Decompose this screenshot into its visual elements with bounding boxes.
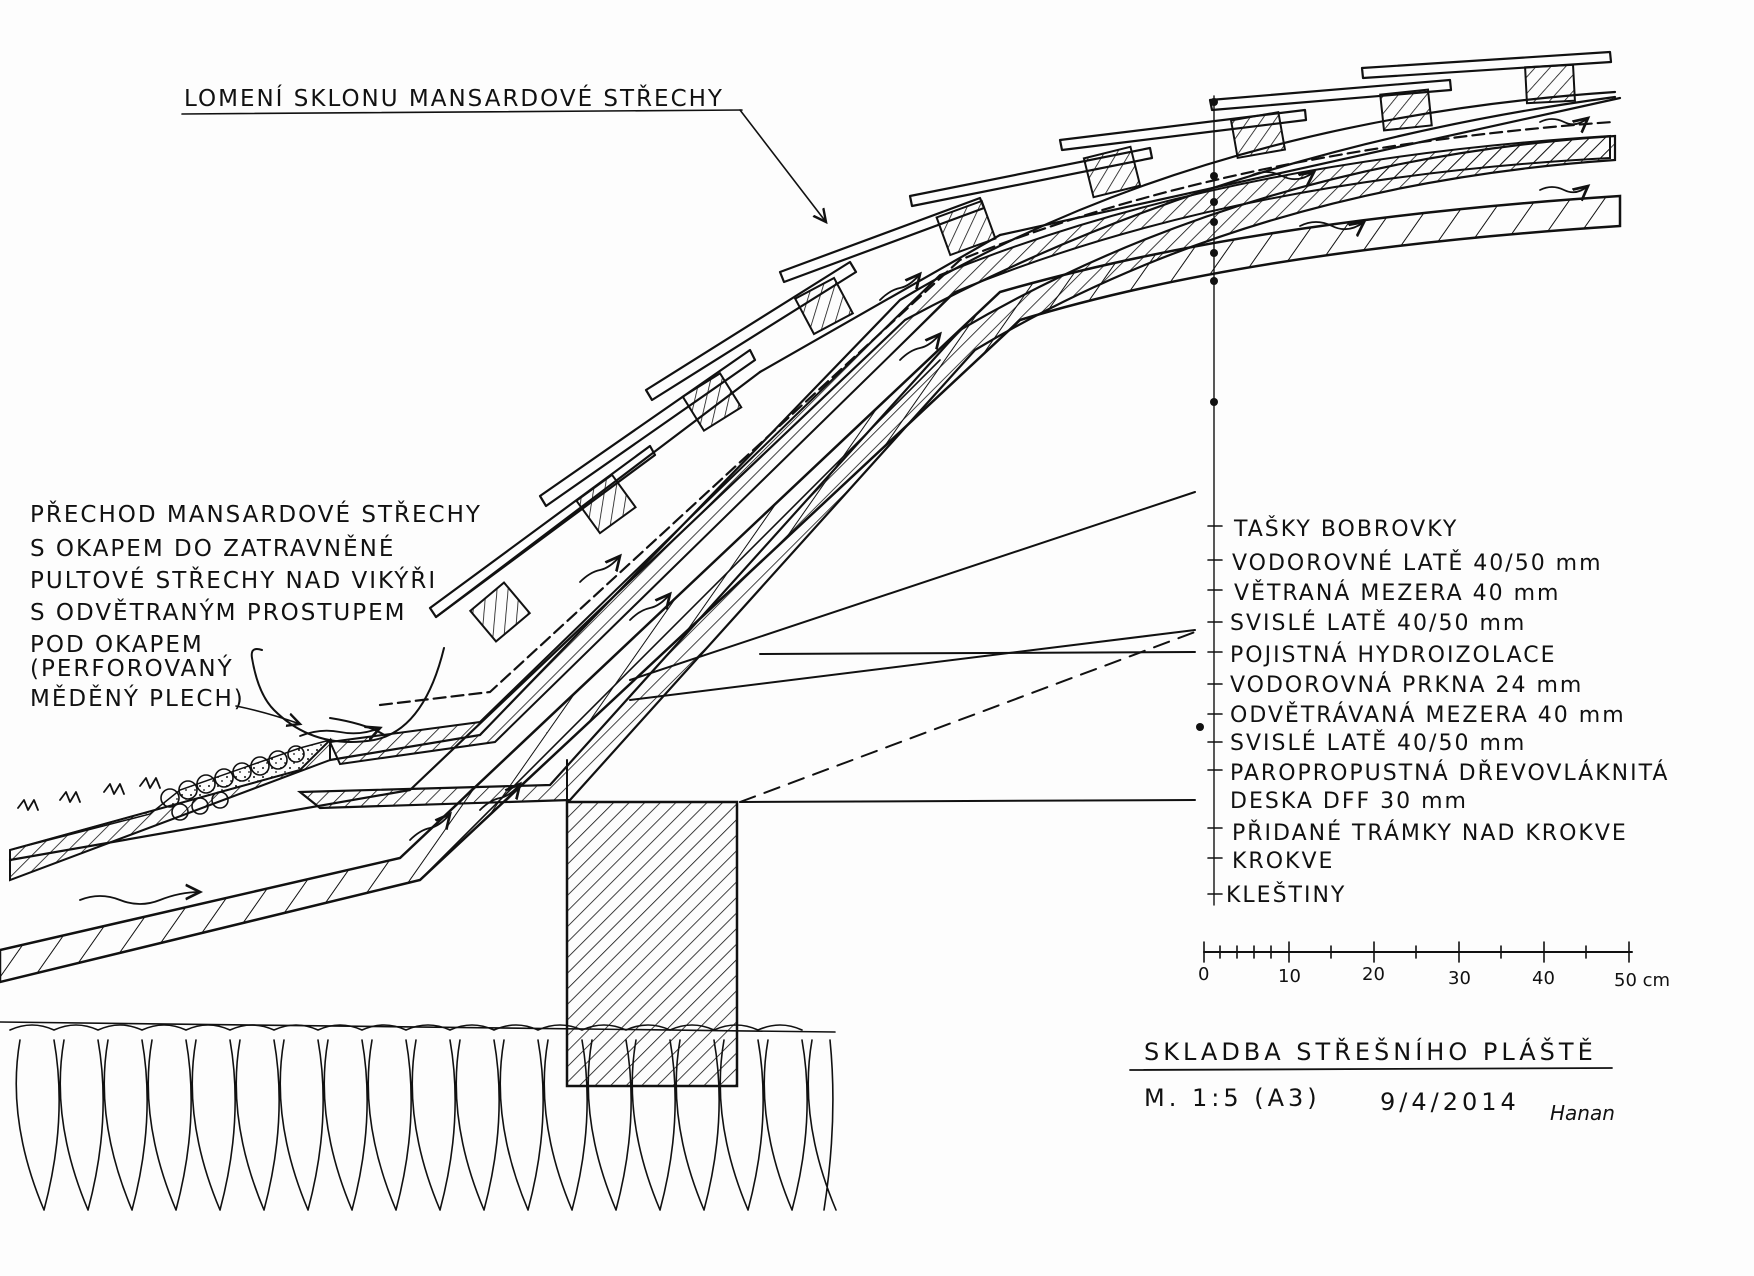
svg-text:(PERFOROVANÝ: (PERFOROVANÝ xyxy=(30,654,234,682)
leader-arrows xyxy=(235,109,826,724)
airflow-arrows xyxy=(79,118,1588,905)
layer-tiles: TAŠKY BOBROVKY xyxy=(1233,516,1458,542)
layer-clamps: KLEŠTINY xyxy=(1226,882,1346,908)
dff-board-layer xyxy=(296,134,1617,810)
scale-tick-0: 0 xyxy=(1198,964,1209,985)
title-underline-break xyxy=(181,109,743,115)
svg-text:S ODVĚTRANÝM PROSTUPEM: S ODVĚTRANÝM PROSTUPEM xyxy=(30,598,407,626)
roof-tiles xyxy=(428,50,1622,619)
layer-horizontal-battens: VODOROVNÉ LATĚ 40/50 mm xyxy=(1232,550,1603,576)
hydro-insulation-line xyxy=(378,120,1614,707)
scale-tick-40: 40 xyxy=(1532,968,1555,989)
drawing-scale: M. 1:5 (A3) xyxy=(1144,1084,1321,1112)
mansard-break-label: LOMENÍ SKLONU MANSARDOVÉ STŘECHY xyxy=(184,84,724,112)
layer-vertical-battens: SVISLÉ LATĚ 40/50 mm xyxy=(1230,610,1526,636)
layer-added-beams: PŘIDANÉ TRÁMKY NAD KROKVE xyxy=(1232,820,1628,846)
svg-text:POD OKAPEM: POD OKAPEM xyxy=(30,632,204,658)
rafter-lines xyxy=(629,491,1196,803)
drawing-title: SKLADBA STŘEŠNÍHO PLÁŠTĚ xyxy=(1144,1036,1597,1066)
scale-tick-10: 10 xyxy=(1278,966,1301,987)
svg-text:PŘECHOD MANSARDOVÉ STŘECHY: PŘECHOD MANSARDOVÉ STŘECHY xyxy=(30,500,482,528)
scale-bar: 0 10 20 30 40 50 cm xyxy=(1198,941,1670,991)
scale-tick-50: 50 cm xyxy=(1614,970,1670,991)
layer-horizontal-boards: VODOROVNÁ PRKNA 24 mm xyxy=(1230,672,1583,698)
layer-dff-board-2: DESKA DFF 30 mm xyxy=(1230,789,1468,814)
drawing-signature: Hanan xyxy=(1550,1101,1615,1125)
layer-rafters: KROKVE xyxy=(1232,849,1334,874)
svg-text:S OKAPEM DO ZATRAVNĚNÉ: S OKAPEM DO ZATRAVNĚNÉ xyxy=(30,534,395,562)
layer-dff-board-1: PAROPROPUSTNÁ DŘEVOVLÁKNITÁ xyxy=(1230,760,1669,786)
drawing-date: 9/4/2014 xyxy=(1380,1088,1520,1116)
title-block: SKLADBA STŘEŠNÍHO PLÁŠTĚ M. 1:5 (A3) 9/4… xyxy=(1129,1036,1615,1125)
green-roof xyxy=(9,737,333,882)
layer-ventilated-gap: VĚTRANÁ MEZERA 40 mm xyxy=(1234,580,1560,606)
insulation xyxy=(0,1021,837,1211)
eave-gutter xyxy=(250,647,445,743)
layer-hydro-insulation: POJISTNÁ HYDROIZOLACE xyxy=(1230,642,1557,668)
layer-legend: TAŠKY BOBROVKY VODOROVNÉ LATĚ 40/50 mm V… xyxy=(1207,516,1669,908)
scale-tick-30: 30 xyxy=(1448,968,1471,989)
boards-layer xyxy=(328,134,1611,766)
svg-text:PULTOVÉ STŘECHY NAD VIKÝŘI: PULTOVÉ STŘECHY NAD VIKÝŘI xyxy=(30,566,437,594)
layer-ventilated-gap-2: ODVĚTRÁVANÁ MEZERA 40 mm xyxy=(1230,702,1626,728)
scale-tick-20: 20 xyxy=(1362,964,1385,985)
eave-note: PŘECHOD MANSARDOVÉ STŘECHY S OKAPEM DO Z… xyxy=(30,500,482,712)
clamp-beam xyxy=(565,800,739,1088)
svg-text:MĚDĚNÝ PLECH): MĚDĚNÝ PLECH) xyxy=(30,684,245,712)
layer-vertical-battens-2: SVISLÉ LATĚ 40/50 mm xyxy=(1230,730,1526,756)
